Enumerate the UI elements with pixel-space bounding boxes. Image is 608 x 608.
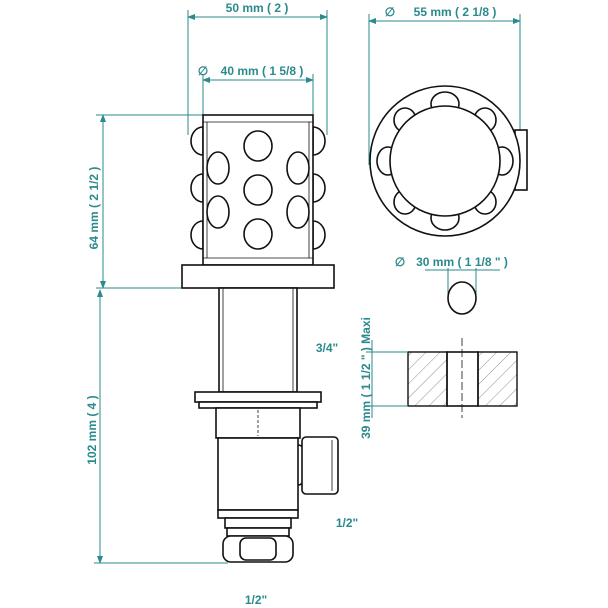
rosette-plate [181, 264, 335, 289]
dimension-label: 64 mm ( 2 1/2 ) [87, 167, 101, 250]
dimension-head-height: 64 mm ( 2 1/2 ) [87, 114, 203, 289]
dimension-label: 102 mm ( 4 ) [85, 395, 99, 464]
front-studs [206, 130, 310, 250]
dimension-rosette-diameter: ∅ 55 mm ( 2 1/8 ) [368, 5, 521, 165]
handle-top-view [369, 85, 528, 237]
dimension-label: 39 mm ( 1 1/2 " ) Maxi [359, 317, 373, 439]
thread-label-outlet: 1/2" [336, 516, 358, 530]
dimension-label: 50 mm ( 2 ) [226, 1, 289, 15]
wall-section [407, 338, 518, 418]
dimension-valve-height: 102 mm ( 4 ) [85, 289, 228, 564]
mounting-hole [447, 281, 477, 315]
valve-body [194, 287, 339, 563]
thread-label-inlet: 3/4" [316, 341, 338, 355]
dimension-hole-diameter: ∅ 30 mm ( 1 1/8 " ) [395, 255, 508, 315]
thread-label-bottom: 1/2" [245, 593, 267, 607]
dimension-overall-width: 50 mm ( 2 ) [187, 1, 328, 135]
dimension-label: 55 mm ( 2 1/8 ) [414, 5, 497, 19]
diameter-symbol: ∅ [395, 255, 405, 269]
handle-side-view [181, 114, 335, 289]
dimension-wall-thickness: 39 mm ( 1 1/2 " ) Maxi [359, 317, 408, 439]
dimension-label: 40 mm ( 1 5/8 ) [221, 64, 304, 78]
diameter-symbol: ∅ [385, 5, 395, 19]
diameter-symbol: ∅ [198, 64, 208, 78]
edge-studs [190, 126, 326, 250]
dimension-label: 30 mm ( 1 1/8 " ) [416, 255, 508, 269]
dimension-body-diameter: ∅ 40 mm ( 1 5/8 ) [198, 64, 314, 115]
